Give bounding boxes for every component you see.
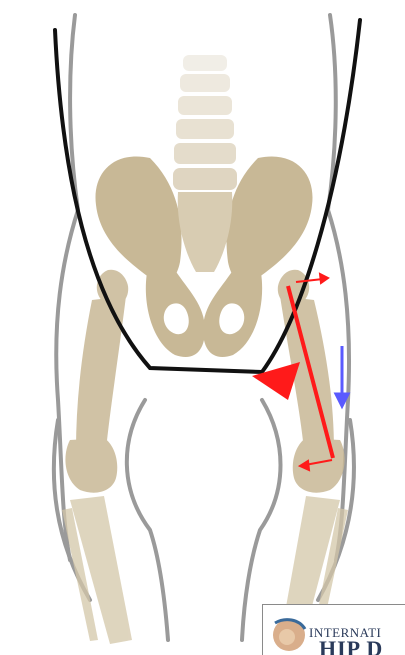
hip-joint-emblem-icon [269, 613, 309, 653]
vertebra [176, 119, 234, 139]
right-ilium [226, 156, 312, 283]
lumbar-spine [173, 55, 237, 190]
sacrum [178, 192, 233, 272]
left-femur-condyle [65, 438, 117, 493]
vertebra [178, 96, 232, 115]
vertebra [180, 74, 230, 92]
downward-motion-arrow-icon [336, 346, 348, 406]
vertebra [174, 143, 236, 164]
vertebra [183, 55, 227, 71]
vertebra [173, 168, 237, 190]
left-ilium [95, 156, 181, 283]
organization-logo: INTERNATI HIP D [262, 604, 405, 655]
logo-text-line2: HIP D [319, 636, 383, 655]
left-thigh-inner-outline [127, 400, 168, 640]
fulcrum-triangle-icon [252, 362, 300, 400]
